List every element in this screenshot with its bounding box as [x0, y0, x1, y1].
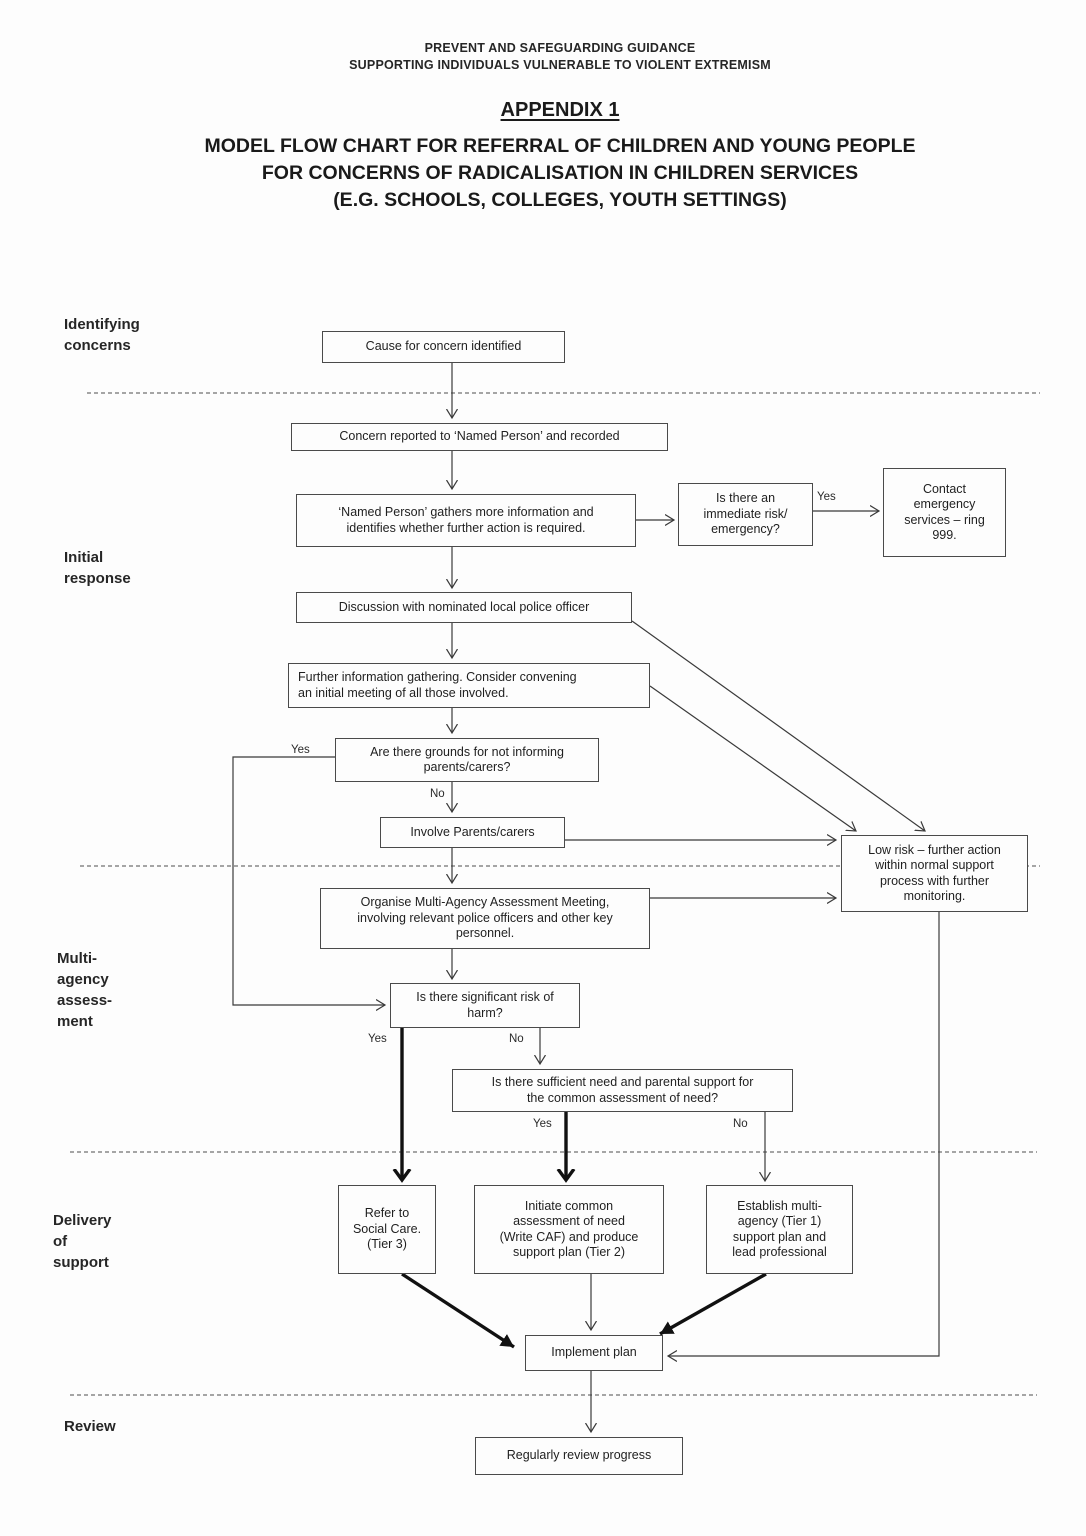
- stage-label-initial-response: Initial response: [64, 549, 131, 587]
- appendix-heading: APPENDIX 1: [500, 99, 620, 121]
- title-line2: FOR CONCERNS OF RADICALISATION IN CHILDR…: [261, 162, 859, 184]
- edge-label-need-yes: Yes: [533, 1118, 552, 1130]
- node-establish-tier1-plan: Establish multi- agency (Tier 1) support…: [706, 1185, 853, 1274]
- doc-header-line1: PREVENT AND SAFEGUARDING GUIDANCE: [424, 41, 696, 55]
- doc-header-line2: SUPPORTING INDIVIDUALS VULNERABLE TO VIO…: [349, 58, 771, 72]
- edge-label-emergency-yes: Yes: [817, 491, 836, 503]
- stage-label-multi-agency: Multi- agency assess- ment: [57, 950, 113, 1030]
- edge-refer-to-implement: [401, 1272, 515, 1349]
- edge-label-need-no: No: [733, 1118, 748, 1130]
- stage-label-identifying-concerns: Identifying concerns: [64, 316, 140, 354]
- node-regularly-review: Regularly review progress: [475, 1437, 683, 1475]
- node-implement-plan: Implement plan: [525, 1335, 663, 1371]
- stage-label-delivery-of-support: Delivery of support: [53, 1212, 112, 1271]
- node-involve-parents: Involve Parents/carers: [380, 817, 565, 848]
- title-line3: (E.G. SCHOOLS, COLLEGES, YOUTH SETTINGS): [333, 189, 787, 211]
- edge-label-grounds-yes: Yes: [291, 744, 310, 756]
- title-line1: MODEL FLOW CHART FOR REFERRAL OF CHILDRE…: [204, 135, 916, 157]
- edge-grounds-yes-loop-to-harm: [232, 756, 385, 1005]
- node-sufficient-need: Is there sufficient need and parental su…: [452, 1069, 793, 1112]
- edge-label-harm-yes: Yes: [368, 1033, 387, 1045]
- node-cause-for-concern: Cause for concern identified: [322, 331, 565, 363]
- edge-label-grounds-no: No: [430, 788, 445, 800]
- edge-label-harm-no: No: [509, 1033, 524, 1045]
- node-significant-risk-of-harm: Is there significant risk of harm?: [390, 983, 580, 1028]
- node-contact-emergency-999: Contact emergency services – ring 999.: [883, 468, 1006, 557]
- node-immediate-risk: Is there an immediate risk/ emergency?: [678, 483, 813, 546]
- node-named-person-gathers: ‘Named Person’ gathers more information …: [296, 494, 636, 547]
- edge-lowrisk-to-implement: [668, 912, 940, 1356]
- node-police-discussion: Discussion with nominated local police o…: [296, 592, 632, 623]
- page-title: MODEL FLOW CHART FOR REFERRAL OF CHILDRE…: [34, 133, 1086, 214]
- stage-label-review: Review: [64, 1418, 116, 1435]
- edge-police-to-lowrisk: [631, 620, 925, 831]
- edge-gathering-to-lowrisk: [649, 685, 856, 831]
- node-low-risk-monitoring: Low risk – further action within normal …: [841, 835, 1028, 912]
- node-further-information: Further information gathering. Consider …: [288, 663, 650, 708]
- node-refer-social-care-tier3: Refer to Social Care. (Tier 3): [338, 1185, 436, 1274]
- node-initiate-caf-tier2: Initiate common assessment of need (Writ…: [474, 1185, 664, 1274]
- node-concern-reported: Concern reported to ‘Named Person’ and r…: [291, 423, 668, 451]
- edge-establish-to-implement: [659, 1272, 767, 1336]
- node-grounds-not-informing: Are there grounds for not informing pare…: [335, 738, 599, 782]
- node-organise-assessment-meeting: Organise Multi-Agency Assessment Meeting…: [320, 888, 650, 949]
